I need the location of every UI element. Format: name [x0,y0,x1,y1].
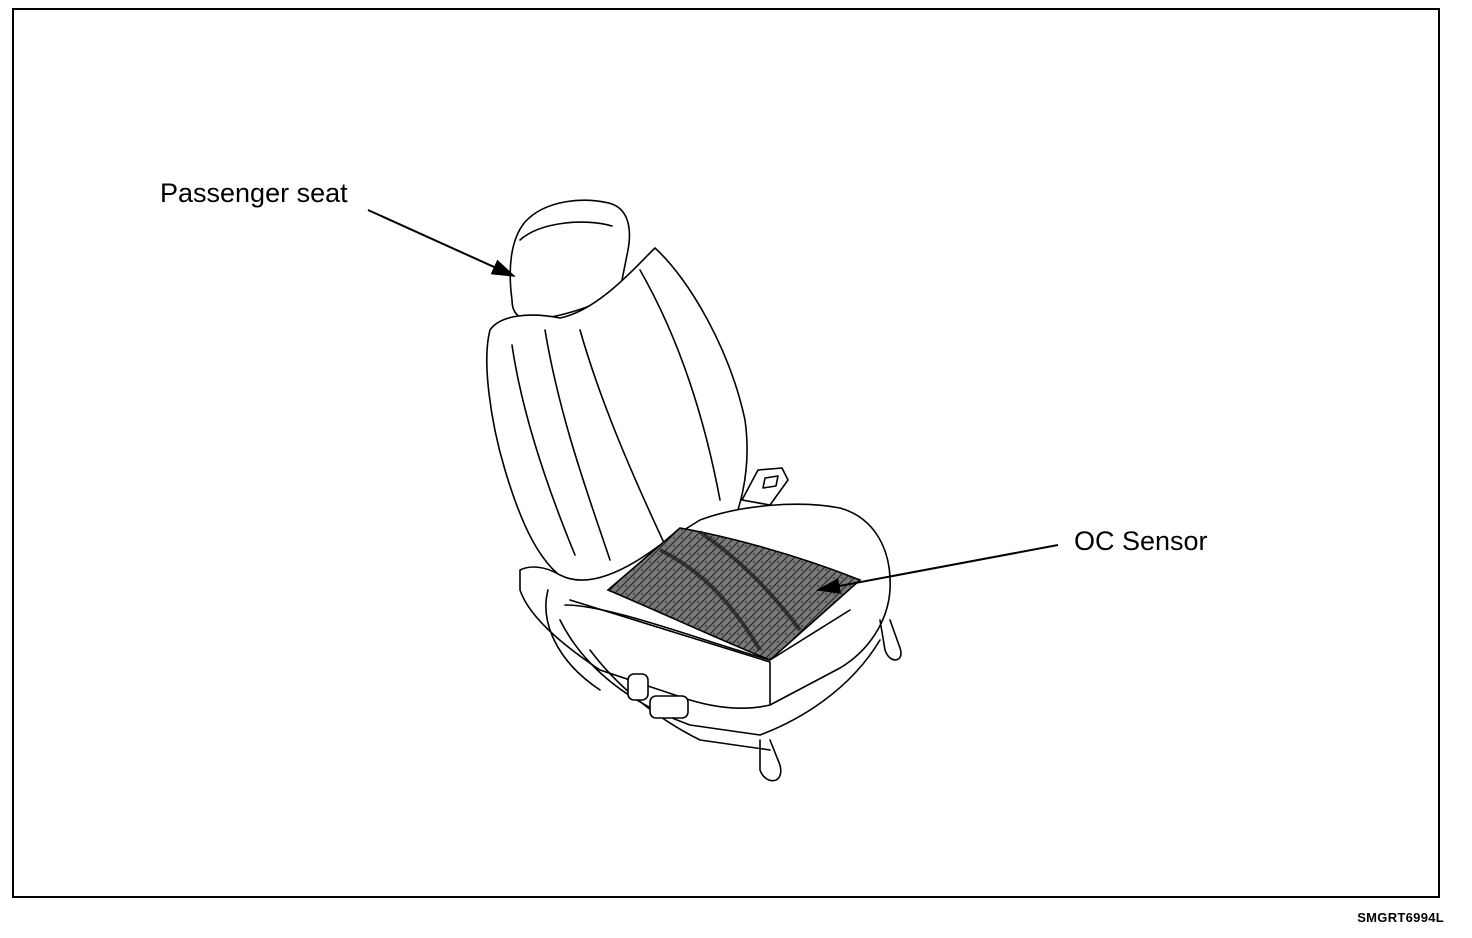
diagram-frame [12,8,1440,898]
seat-base [545,589,902,782]
oc-sensor-leader [816,544,1059,594]
oc-sensor-label: OC Sensor [1074,526,1208,556]
figure-id: SMGRT6994L [1357,910,1444,925]
backrest [486,247,748,588]
passenger-seat-label: Passenger seat [160,178,348,208]
seat-belt-buckle [741,467,789,506]
passenger-seat-leader [367,209,516,277]
